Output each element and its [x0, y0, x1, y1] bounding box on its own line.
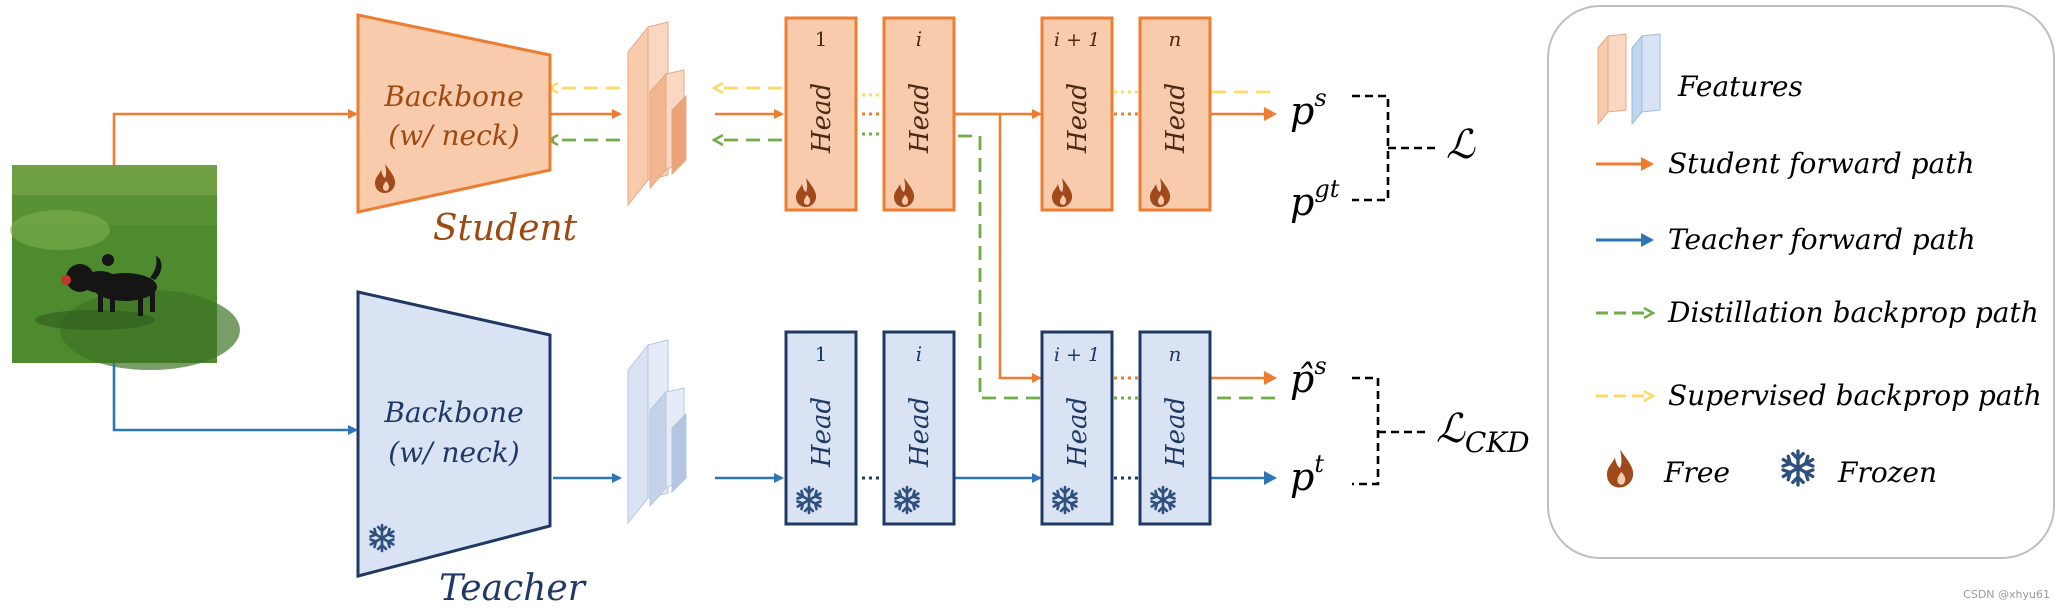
- legend-supervised-path: Supervised backprop path: [1668, 379, 2042, 412]
- student-forward-path: [112, 107, 1277, 385]
- legend: Features Student forward path Teacher fo…: [1547, 5, 2055, 559]
- teacher-label: Teacher: [439, 568, 587, 608]
- student-head-index-i1: i + 1: [1054, 29, 1100, 51]
- teacher-head-index-i: i: [916, 342, 922, 366]
- teacher-head-i-label: Head: [905, 397, 935, 468]
- teacher-features: [627, 339, 687, 525]
- student-pred-output: ps: [1290, 84, 1327, 133]
- supervised-backprop-path: [550, 88, 1270, 92]
- teacher-head-index-i1: i + 1: [1054, 344, 1100, 366]
- distillation-backprop-path: [550, 136, 1275, 400]
- teacher-forward-path: [112, 363, 1277, 485]
- teacher-head-index-n: n: [1169, 342, 1182, 366]
- legend-free: Free: [1663, 456, 1730, 489]
- head-dotted-links: [862, 90, 1138, 480]
- legend-student-path: Student forward path: [1668, 147, 1975, 180]
- legend-features: Features: [1677, 70, 1803, 103]
- legend-teacher-path: Teacher forward path: [1668, 223, 1976, 256]
- teacher-backbone-line1: Backbone: [383, 396, 523, 429]
- student-head-i-label: Head: [905, 83, 935, 154]
- student-backbone-line2: (w/ neck): [388, 119, 519, 152]
- student-head-index-1: 1: [815, 27, 828, 51]
- ground-truth-output: pgt: [1290, 175, 1340, 224]
- student-loss-bracket: [1352, 94, 1440, 202]
- ckd-loss-bracket: [1352, 376, 1430, 486]
- student-loss: ℒ: [1446, 122, 1476, 168]
- watermark: CSDN @xhyu61: [1963, 588, 2050, 601]
- legend-frozen: Frozen: [1837, 456, 1937, 489]
- teacher-head-1-label: Head: [807, 397, 837, 468]
- student-backbone-line1: Backbone: [383, 80, 523, 113]
- student-head-n-label: Head: [1161, 83, 1191, 154]
- input-dog-image: [10, 165, 240, 370]
- student-label: Student: [433, 208, 578, 249]
- student-head-i1-label: Head: [1063, 83, 1093, 154]
- teacher-backbone-line2: (w/ neck): [388, 436, 519, 469]
- student-head-index-i: i: [916, 27, 922, 51]
- teacher-head-n-label: Head: [1161, 397, 1191, 468]
- teacher-backbone: Backbone (w/ neck): [356, 290, 552, 578]
- teacher-heads: 1 i i + 1 n Head Head Head Head: [784, 330, 1212, 526]
- student-hat-pred-output: p̂s: [1290, 352, 1327, 401]
- legend-distill-path: Distillation backprop path: [1667, 296, 2039, 329]
- teacher-head-i1-label: Head: [1063, 397, 1093, 468]
- student-heads: 1 i i + 1 n Head Head Head Head: [784, 16, 1212, 212]
- legend-features-swatch: [1597, 33, 1661, 126]
- student-head-index-n: n: [1169, 27, 1182, 51]
- student-features: [627, 21, 687, 207]
- teacher-pred-output: pt: [1290, 450, 1324, 499]
- teacher-outputs: p̂s pt ℒCKD: [1290, 352, 1530, 499]
- ckd-loss: ℒCKD: [1436, 406, 1530, 459]
- student-outputs: ps pgt ℒ: [1290, 84, 1476, 224]
- student-backbone: Backbone (w/ neck): [356, 13, 552, 214]
- teacher-head-index-1: 1: [815, 342, 828, 366]
- student-head-1-label: Head: [807, 83, 837, 154]
